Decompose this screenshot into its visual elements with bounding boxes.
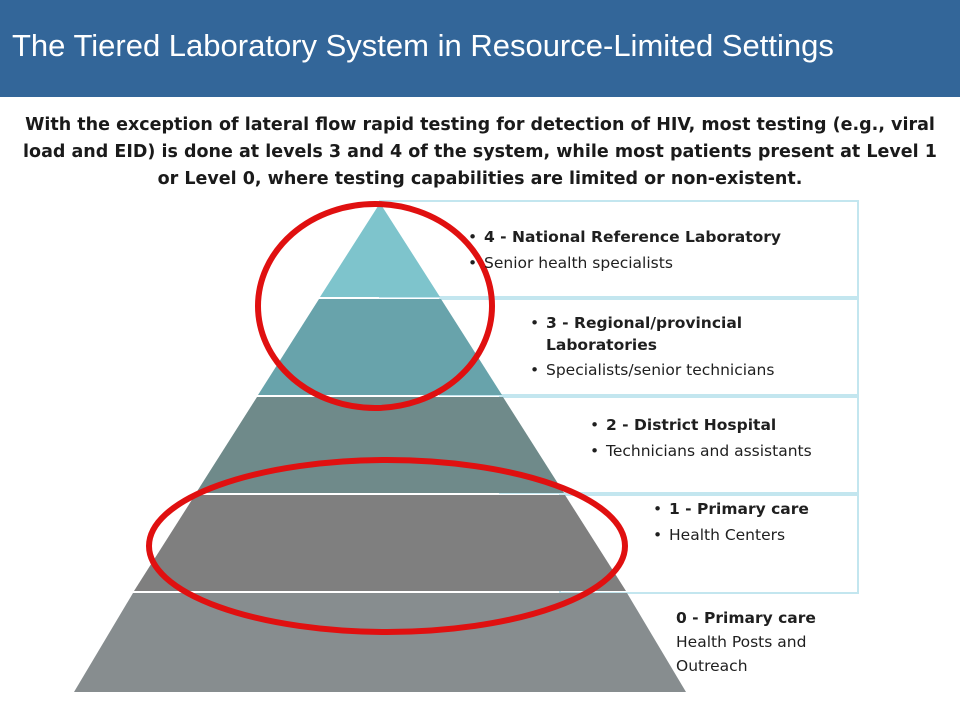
tier-2-staff: Technicians and assistants bbox=[606, 442, 812, 460]
bullet-icon: • bbox=[590, 416, 600, 434]
bullet-icon: • bbox=[530, 361, 540, 379]
tier-3-text: • 3 - Regional/provincial Laboratories •… bbox=[530, 312, 800, 384]
tier-2-staff-item: • Technicians and assistants bbox=[590, 439, 855, 463]
tier-3-staff: Specialists/senior technicians bbox=[546, 361, 775, 379]
tier-1-level-item: • 1 - Primary care bbox=[653, 497, 853, 521]
tier-3-staff-item: • Specialists/senior technicians bbox=[530, 358, 800, 382]
bullet-icon: • bbox=[653, 526, 663, 544]
subtitle-paragraph: With the exception of lateral flow rapid… bbox=[23, 115, 937, 189]
tier-0-staff-line-1: Health Posts and bbox=[676, 633, 807, 651]
tier-0-level: 0 - Primary care bbox=[676, 609, 816, 627]
tier-0-layer bbox=[74, 593, 686, 692]
tier-2-layer bbox=[196, 397, 564, 493]
title-bar: The Tiered Laboratory System in Resource… bbox=[0, 0, 960, 97]
tier-1-text: • 1 - Primary care • Health Centers bbox=[653, 497, 853, 549]
tier-4-staff-item: • Senior health specialists bbox=[468, 251, 858, 275]
bullet-icon: • bbox=[590, 442, 600, 460]
tier-3-layer bbox=[258, 299, 502, 395]
tier-4-staff: Senior health specialists bbox=[484, 254, 673, 272]
tier-1-level: 1 - Primary care bbox=[669, 500, 809, 518]
tier-3-level: 3 - Regional/provincial Laboratories bbox=[546, 314, 743, 354]
tier-4-level: 4 - National Reference Laboratory bbox=[484, 228, 781, 246]
tier-3-box bbox=[439, 298, 859, 396]
tier-1-layer bbox=[134, 495, 626, 591]
highlight-ellipse-top bbox=[255, 201, 495, 411]
tier-4-box bbox=[379, 200, 859, 298]
tier-0-staff-line-2: Outreach bbox=[676, 657, 748, 675]
tier-4-layer bbox=[320, 203, 440, 297]
tier-4-level-item: • 4 - National Reference Laboratory bbox=[468, 225, 858, 249]
bullet-icon: • bbox=[653, 500, 663, 518]
tier-1-staff: Health Centers bbox=[669, 526, 786, 544]
bullet-icon: • bbox=[468, 254, 478, 272]
bullet-icon: • bbox=[468, 228, 478, 246]
tier-3-level-item: • 3 - Regional/provincial Laboratories bbox=[530, 312, 800, 356]
tier-2-text: • 2 - District Hospital • Technicians an… bbox=[590, 413, 855, 465]
tier-4-text: • 4 - National Reference Laboratory • Se… bbox=[468, 225, 858, 277]
tier-0-text: 0 - Primary care Health Posts and Outrea… bbox=[676, 606, 876, 678]
bullet-icon: • bbox=[530, 314, 540, 332]
tier-1-staff-item: • Health Centers bbox=[653, 523, 853, 547]
tier-2-level-item: • 2 - District Hospital bbox=[590, 413, 855, 437]
highlight-ellipse-bottom bbox=[146, 457, 628, 635]
tier-2-level: 2 - District Hospital bbox=[606, 416, 777, 434]
page-title: The Tiered Laboratory System in Resource… bbox=[12, 28, 834, 63]
